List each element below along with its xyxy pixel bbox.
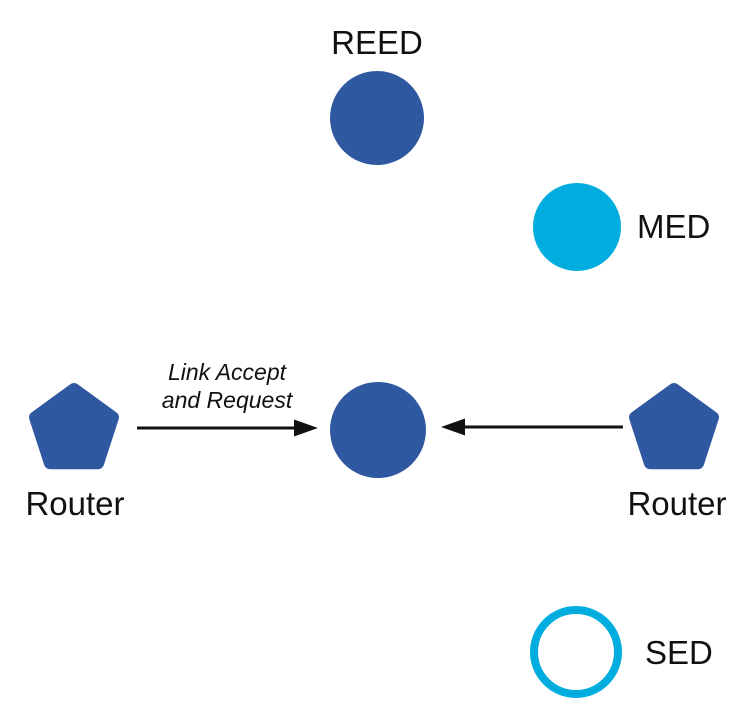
reed-node-circle xyxy=(330,71,424,165)
right-arrow-head xyxy=(441,418,465,436)
left-arrow-head xyxy=(294,419,318,437)
reed-label: REED xyxy=(331,24,423,61)
med-label: MED xyxy=(637,208,711,245)
edge-label: Link Accept and Request xyxy=(129,358,325,414)
right-arrow xyxy=(441,418,623,436)
med-node-circle xyxy=(533,183,621,271)
left-arrow xyxy=(137,419,318,437)
sed-label: SED xyxy=(645,634,713,671)
center-node-circle xyxy=(330,382,426,478)
sed-node-ring xyxy=(530,606,622,698)
router-left-pentagon xyxy=(29,383,119,470)
edge-label-line-1: Link Accept xyxy=(167,359,287,385)
edge-label-line-2: and Request xyxy=(161,387,293,413)
router-right-label: Router xyxy=(627,485,727,522)
router-left-label: Router xyxy=(25,485,125,522)
router-right-pentagon xyxy=(629,383,719,470)
